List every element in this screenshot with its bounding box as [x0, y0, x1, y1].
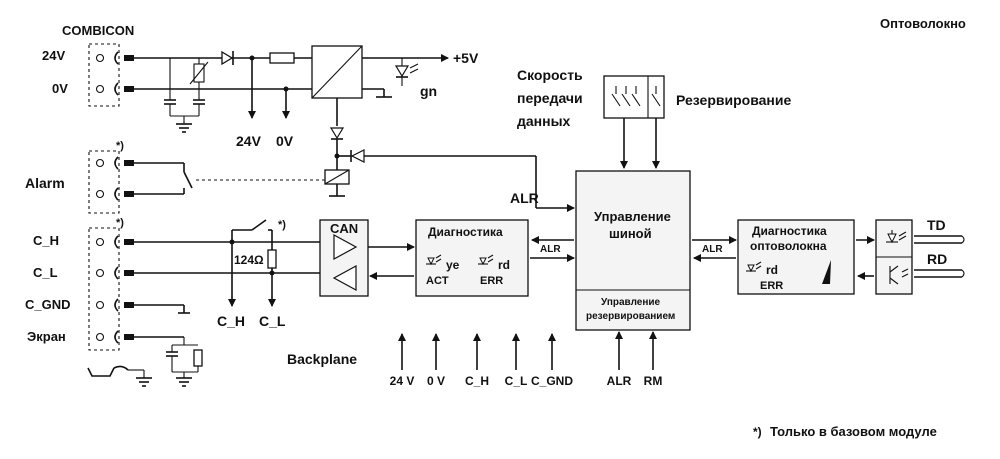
bus-control-block [575, 170, 691, 331]
alarm-note-mark: *) [116, 140, 124, 152]
fo-diag-line1: Диагностика [752, 224, 827, 238]
backplane-signal-label: C_H [465, 374, 489, 388]
terminal-block-bus [87, 227, 320, 387]
combicon-label: COMBICON [62, 23, 134, 38]
speed-label-3: данных [517, 113, 571, 129]
input-0v-label: 0V [52, 81, 68, 96]
can-transceiver [319, 219, 415, 297]
fo-err: ERR [760, 280, 783, 292]
alarm-relay [196, 127, 575, 212]
alr-link-label-1: ALR [540, 244, 561, 255]
fo-diag-line2: оптоволокна [750, 239, 827, 253]
red-control-line1: Управление [601, 297, 661, 308]
input-24v-label: 24V [42, 48, 65, 63]
backplane-signal-label: 0 V [427, 374, 445, 388]
alr-link-label-2: ALR [702, 244, 723, 255]
resistor-label: 124Ω [234, 253, 264, 267]
can-label: CAN [330, 221, 358, 236]
out-c-h-label: C_H [217, 313, 245, 329]
backplane-arrows [398, 331, 657, 370]
dc-dc-converter [311, 45, 449, 126]
backplane-signal-label: RM [644, 374, 663, 388]
backplane-signal-label: 24 V [390, 374, 415, 388]
fo-rd: rd [766, 263, 778, 277]
fiber-transceiver [875, 219, 965, 295]
diag-act: ACT [426, 275, 449, 287]
redundancy-label: Резервирование [676, 92, 791, 108]
speed-label-2: передачи [517, 90, 583, 106]
screen-label: Экран [27, 329, 66, 344]
bus-control-line1: Управление [594, 209, 671, 224]
diag-rd: rd [498, 258, 510, 272]
alarm-label: Alarm [25, 175, 65, 191]
footnote-mark: *) [753, 425, 762, 439]
alr-link-2 [692, 236, 737, 262]
rd-label: RD [927, 251, 947, 267]
c-h-label: C_H [33, 233, 59, 248]
power-rails [134, 50, 312, 133]
bus-note-mark: *) [116, 217, 124, 229]
terminal-block-alarm [88, 150, 193, 214]
c-gnd-label: C_GND [25, 297, 71, 312]
footnote-text: Только в базовом модуле [770, 424, 937, 439]
backplane-signal-label: C_L [505, 374, 528, 388]
red-control-line2: резервированием [586, 311, 675, 322]
fiber-optic-title: Оптоволокно [880, 16, 966, 31]
c-l-label: C_L [33, 265, 58, 280]
terminal-block-power [88, 43, 134, 107]
speed-label-1: Скорость [517, 67, 583, 83]
diag-ye: ye [446, 258, 460, 272]
backplane-signal-label: C_GND [531, 374, 573, 388]
alr-input-label: ALR [510, 190, 539, 206]
diag-title: Диагностика [428, 225, 503, 239]
backplane-label: Backplane [287, 351, 357, 367]
tap-24v-label: 24V [236, 133, 262, 149]
td-label: TD [927, 217, 946, 233]
out-c-l-label: C_L [259, 313, 286, 329]
backplane-signal-label: ALR [607, 374, 632, 388]
bus-control-line2: шиной [609, 226, 652, 241]
diagnostics-block [415, 219, 575, 297]
dip-switches [603, 75, 665, 169]
switch-note-mark: *) [278, 219, 286, 231]
diag-err: ERR [480, 275, 503, 287]
termination-resistor [228, 219, 277, 307]
led-gn-label: gn [420, 83, 437, 99]
tap-0v-label: 0V [276, 133, 294, 149]
output-5v-label: +5V [453, 50, 479, 66]
fiber-diagnostics-block [737, 219, 875, 295]
